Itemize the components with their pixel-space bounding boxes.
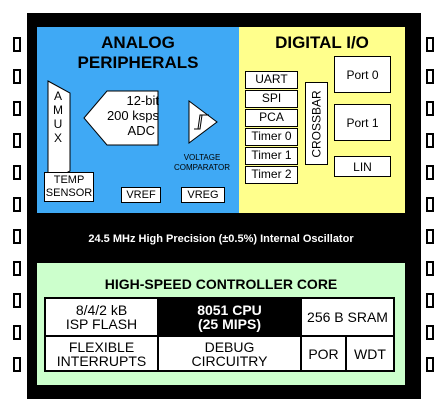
pin xyxy=(426,293,434,308)
debug-line1: DEBUG xyxy=(204,338,255,355)
adc-sample-rate: 200 ksps xyxy=(106,108,159,123)
analog-title-line2: PERIPHERALS xyxy=(77,53,199,72)
comparator-label-line1: VOLTAGE xyxy=(183,153,221,162)
pin xyxy=(13,293,21,308)
oscillator-bar: 24.5 MHz High Precision (±0.5%) Internal… xyxy=(37,219,405,258)
core-grid: 8/4/2 kB ISP FLASH 8051 CPU (25 MIPS) 25… xyxy=(44,297,395,372)
flash-size: 8/4/2 kB xyxy=(75,302,128,318)
adc-resolution: 12-bit xyxy=(126,93,159,108)
comparator-icon xyxy=(188,100,218,144)
pin xyxy=(426,229,434,244)
debug-cell: DEBUG CIRCUITRY xyxy=(158,336,301,371)
pin xyxy=(426,37,434,52)
crossbar-label: CROSSBAR xyxy=(309,89,324,158)
timer1-box: Timer 1 xyxy=(245,147,298,165)
interrupts-line2: INTERRUPTS xyxy=(56,352,147,369)
wdt-cell: WDT xyxy=(346,336,394,371)
temp-sensor-line2: SENSOR xyxy=(45,187,93,199)
pin xyxy=(426,325,434,340)
vref-box: VREF xyxy=(121,187,161,203)
pin xyxy=(426,357,434,372)
por-cell: POR xyxy=(301,336,346,371)
pin xyxy=(13,197,21,212)
adc-name: ADC xyxy=(127,123,155,138)
debug-line2: CIRCUITRY xyxy=(191,352,268,369)
pin xyxy=(426,197,434,212)
oscillator-label: 24.5 MHz High Precision (±0.5%) Internal… xyxy=(88,232,354,245)
analog-title: ANALOG PERIPHERALS xyxy=(37,33,239,73)
vreg-box: VREG xyxy=(181,187,225,203)
amux-shape xyxy=(47,80,71,184)
pin xyxy=(13,133,21,148)
sram-cell: 256 B SRAM xyxy=(301,298,394,336)
interrupts-line1: FLEXIBLE xyxy=(68,338,135,355)
temp-sensor-line1: TEMP xyxy=(53,174,85,186)
cpu-speed: (25 MIPS) xyxy=(197,316,261,332)
uart-box: UART xyxy=(245,71,298,89)
pin xyxy=(13,101,21,116)
pin xyxy=(426,133,434,148)
isp-flash-cell: 8/4/2 kB ISP FLASH xyxy=(45,298,158,336)
spi-box: SPI xyxy=(245,90,298,108)
pin xyxy=(13,165,21,180)
digital-title: DIGITAL I/O xyxy=(275,33,369,52)
port1-box: Port 1 xyxy=(334,104,391,141)
pca-box: PCA xyxy=(245,109,298,127)
peripheral-stack: UART SPI PCA Timer 0 Timer 1 Timer 2 xyxy=(245,71,298,184)
comparator-label: VOLTAGE COMPARATOR xyxy=(167,153,237,173)
digital-io-section: DIGITAL I/O UART SPI PCA Timer 0 Timer 1… xyxy=(239,27,405,213)
core-title: HIGH-SPEED CONTROLLER CORE xyxy=(104,276,338,292)
analog-peripherals-section: ANALOG PERIPHERALS AMUX 12-bit 200 ksps … xyxy=(37,27,239,213)
pin xyxy=(426,261,434,276)
timer0-box: Timer 0 xyxy=(245,128,298,146)
lin-box: LIN xyxy=(334,156,391,177)
pin xyxy=(13,69,21,84)
interrupts-cell: FLEXIBLE INTERRUPTS xyxy=(45,336,158,371)
pin xyxy=(13,325,21,340)
pin xyxy=(13,37,21,52)
adc-shape xyxy=(83,90,159,146)
temp-sensor-box: TEMP SENSOR xyxy=(44,172,94,202)
pin xyxy=(13,261,21,276)
pin xyxy=(426,165,434,180)
analog-title-line1: ANALOG xyxy=(101,33,175,52)
crossbar-box: CROSSBAR xyxy=(305,82,328,165)
flash-label: ISP FLASH xyxy=(65,316,138,332)
adc-label: 12-bit 200 ksps ADC xyxy=(103,93,159,138)
controller-core-section: HIGH-SPEED CONTROLLER CORE 8/4/2 kB ISP … xyxy=(37,263,405,385)
port0-box: Port 0 xyxy=(334,56,391,93)
pin xyxy=(13,229,21,244)
cpu-cell: 8051 CPU (25 MIPS) xyxy=(158,298,301,336)
pin xyxy=(13,357,21,372)
cpu-name: 8051 CPU xyxy=(197,302,262,318)
timer2-box: Timer 2 xyxy=(245,166,298,184)
comparator-label-line2: COMPARATOR xyxy=(173,163,230,172)
amux-label: AMUX xyxy=(53,89,63,145)
pin xyxy=(426,101,434,116)
pin xyxy=(426,69,434,84)
